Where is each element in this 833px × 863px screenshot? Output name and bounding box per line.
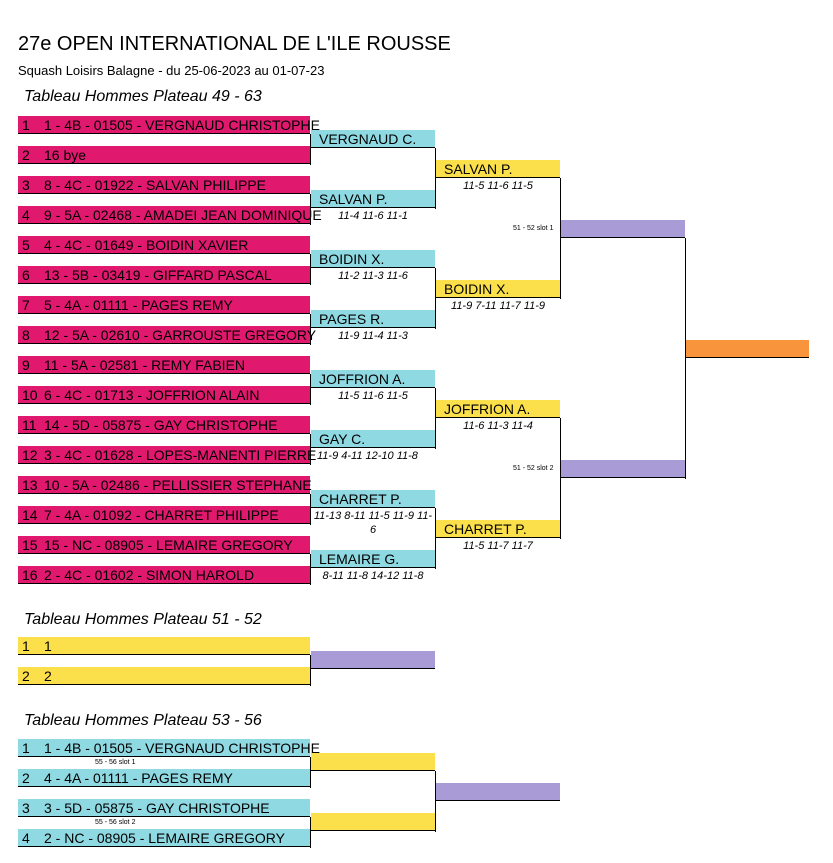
round3-winner: CHARRET P. — [436, 520, 560, 538]
bracket-line — [310, 655, 311, 686]
bracket-line — [310, 494, 311, 525]
round2-winner: LEMAIRE G. — [311, 550, 435, 568]
bracket-line — [435, 148, 436, 209]
match-winner-slot — [311, 753, 435, 771]
slot-label: 51 - 52 slot 2 — [513, 465, 554, 472]
match-score: 11-5 11-7 11-7 — [463, 540, 533, 552]
match-score: 11-2 11-3 11-6 — [338, 270, 408, 282]
round2-winner: PAGES R. — [311, 310, 435, 328]
slot-label: 55 - 56 slot 1 — [95, 759, 136, 766]
round3-winner: BOIDIN X. — [436, 280, 560, 298]
round2-winner: VERGNAUD C. — [311, 130, 435, 148]
bracket-line — [435, 388, 436, 449]
round3-winner: JOFFRION A. — [436, 400, 560, 418]
match-score: 11-9 7-11 11-7 11-9 — [451, 300, 545, 312]
bracket-line — [310, 194, 311, 225]
section-title-53-56: Tableau Hommes Plateau 53 - 56 — [24, 712, 262, 729]
bracket-line — [310, 374, 311, 405]
match-score: 11-9 4-11 12-10 11-8 — [317, 450, 418, 462]
section-title-49-63: Tableau Hommes Plateau 49 - 63 — [24, 88, 262, 105]
bracket-line — [435, 508, 436, 569]
match-score: 11-13 8-11 11-5 11-9 11-6 — [313, 510, 433, 536]
round2-winner: GAY C. — [311, 430, 435, 448]
bracket-line — [435, 771, 436, 832]
match-score: 11-5 11-6 11-5 — [338, 390, 408, 402]
match-winner-slot — [311, 813, 435, 831]
match-score: 8-11 11-8 14-12 11-8 — [322, 570, 424, 582]
slot-label: 51 - 52 slot 1 — [513, 225, 554, 232]
bracket-line — [560, 178, 561, 299]
semi-slot — [561, 460, 685, 478]
bracket-line — [685, 238, 686, 479]
semi-slot — [561, 220, 685, 238]
round2-winner: BOIDIN X. — [311, 250, 435, 268]
round2-winner: JOFFRION A. — [311, 370, 435, 388]
match-score: 11-6 11-3 11-4 — [463, 420, 533, 432]
bracket-line — [560, 418, 561, 539]
bracket-line — [310, 817, 311, 848]
round2-winner: SALVAN P. — [311, 190, 435, 208]
round2-winner: CHARRET P. — [311, 490, 435, 508]
section-title-51-52: Tableau Hommes Plateau 51 - 52 — [24, 611, 262, 628]
bracket-line — [310, 314, 311, 345]
match-score: 11-4 11-6 11-1 — [338, 210, 408, 222]
final-slot — [686, 340, 809, 358]
match-winner-slot — [311, 651, 435, 669]
bracket-line — [310, 757, 311, 788]
page-title: 27e OPEN INTERNATIONAL DE L'ILE ROUSSE — [18, 33, 451, 55]
bracket-line — [310, 134, 311, 165]
match-score: 11-5 11-6 11-5 — [463, 180, 533, 192]
bracket-line — [310, 554, 311, 585]
match-score: 11-9 11-4 11-3 — [338, 330, 408, 342]
bracket-line — [310, 254, 311, 285]
slot-label: 55 - 56 slot 2 — [95, 819, 136, 826]
round3-winner: SALVAN P. — [436, 160, 560, 178]
match-winner-slot — [436, 783, 560, 801]
page-subtitle: Squash Loisirs Balagne - du 25-06-2023 a… — [18, 63, 325, 78]
bracket-line — [310, 434, 311, 465]
bracket-line — [435, 268, 436, 329]
